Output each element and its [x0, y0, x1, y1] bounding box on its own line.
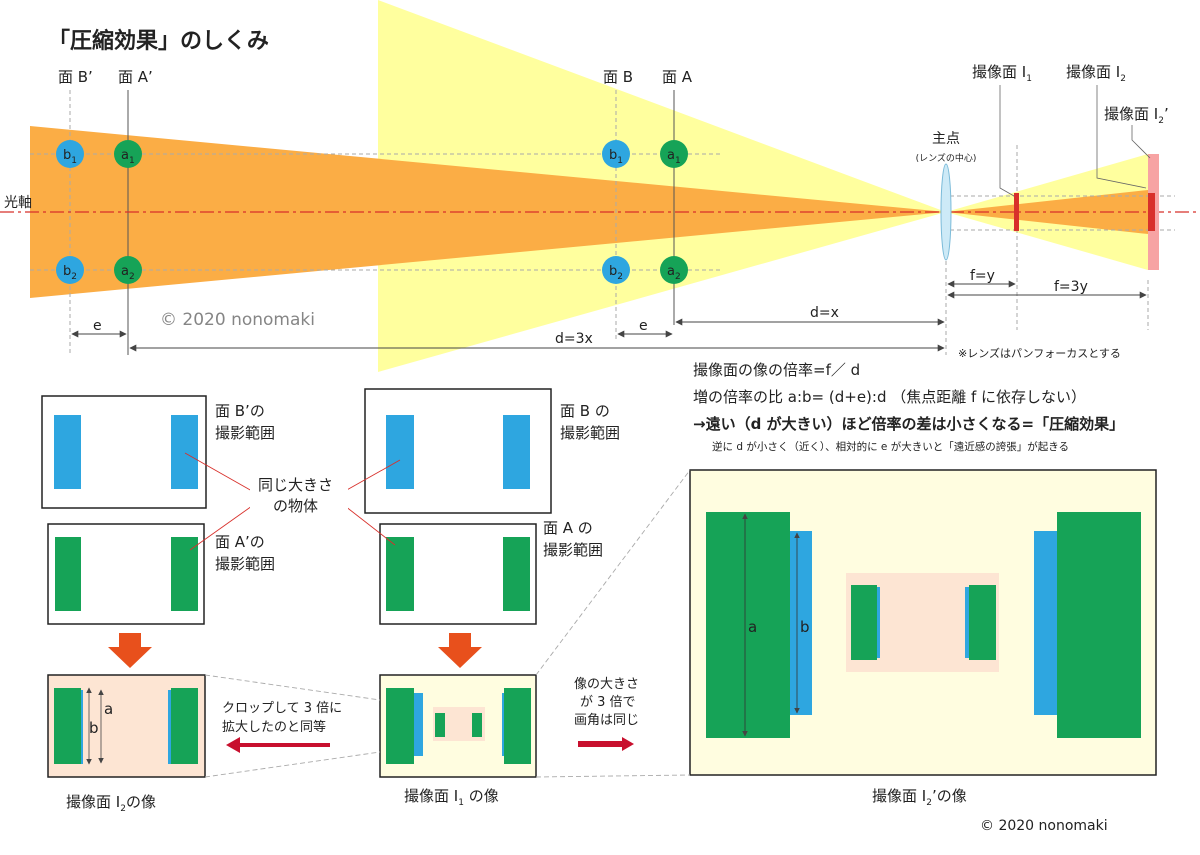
range-label-a-prime-1: 面 A’の: [215, 533, 265, 551]
panfocus-note: ※レンズはパンフォーカスとする: [958, 346, 1121, 360]
formula-compression: →遠い（d が大きい）ほど倍率の差は小さくなる=「圧縮効果」: [693, 415, 1124, 433]
object-a1-near: a1: [660, 140, 688, 168]
down-arrow-left: [108, 633, 152, 668]
dim-f-y: f=y: [970, 268, 995, 284]
range-box-a: [379, 523, 537, 625]
dim-f-3y: f=3y: [1054, 279, 1088, 295]
plane-b-label: 面 B: [603, 68, 633, 86]
crop-label-2: 拡大したのと同等: [222, 719, 326, 735]
lens: [940, 163, 952, 261]
same-size-connectors: [184, 452, 401, 551]
dim-e-near: e: [639, 318, 648, 334]
watermark-top: © 2020 nonomaki: [160, 310, 315, 330]
range-label-a-2: 撮影範囲: [543, 541, 603, 559]
watermark-bottom: © 2020 nonomaki: [980, 818, 1108, 834]
scale-label-3: 画角は同じ: [574, 713, 639, 728]
image-panel-i2: [47, 674, 206, 778]
dim-d-x: d=x: [810, 305, 839, 321]
dim-a-small: a: [104, 700, 113, 718]
svg-text:b2: b2: [609, 264, 623, 282]
range-label-b-prime-1: 面 B’の: [215, 402, 265, 420]
sensor-i1: [1014, 193, 1019, 231]
scale-arrow-right: [578, 737, 634, 751]
plane-lines: [127, 90, 675, 355]
sensor-i2-label: 撮像面 I2: [1066, 63, 1126, 84]
range-label-b-1: 面 B の: [560, 402, 610, 420]
range-label-a-1: 面 A の: [543, 519, 593, 537]
image-panel-i2-prime: [689, 469, 1157, 776]
dimension-arrows: [71, 280, 1147, 352]
svg-text:b2: b2: [63, 264, 77, 282]
range-box-b-prime: [41, 395, 207, 509]
principal-point-label: 主点: [932, 131, 960, 147]
dim-b-large: b: [800, 618, 810, 636]
same-size-label-bg: [250, 474, 348, 516]
object-b2-far: b2: [56, 256, 84, 284]
object-b2-near: b2: [602, 256, 630, 284]
sensor-i2-crop: [1148, 193, 1155, 231]
optical-axis-label: 光軸: [4, 195, 32, 211]
object-b1-near: b1: [602, 140, 630, 168]
object-a2-near: a2: [660, 256, 688, 284]
range-label-a-prime-2: 撮影範囲: [215, 555, 275, 573]
range-label-b-2: 撮影範囲: [560, 424, 620, 442]
range-box-b: [364, 388, 552, 514]
sensor-i2-prime-label: 撮像面 I2’: [1104, 105, 1169, 126]
same-size-label-1: 同じ大きさ: [258, 476, 333, 494]
image-panel-i1: [379, 674, 537, 778]
dim-d-3x: d=3x: [555, 331, 593, 347]
down-arrow-center: [438, 633, 482, 668]
object-b1-far: b1: [56, 140, 84, 168]
object-a2-far: a2: [114, 256, 142, 284]
formula-ratio: 増の倍率の比 a:b= (d+e):d （焦点距離 f に依存しない）: [693, 388, 1086, 406]
range-label-b-prime-2: 撮影範囲: [215, 424, 275, 442]
object-a1-far: a1: [114, 140, 142, 168]
svg-text:a1: a1: [121, 148, 135, 166]
plane-a-label: 面 A: [662, 68, 693, 86]
orange-image-cone: [946, 190, 1148, 234]
svg-text:b1: b1: [63, 148, 77, 166]
same-size-label-2: の物体: [273, 497, 318, 515]
crop-label-1: クロップして 3 倍に: [222, 701, 342, 716]
svg-text:a2: a2: [121, 264, 135, 282]
page-title: 「圧縮効果」のしくみ: [48, 28, 269, 54]
principal-point-note: (レンズの中心): [916, 152, 977, 164]
projection-lines: [204, 469, 691, 778]
svg-text:b1: b1: [609, 148, 623, 166]
image-label-i1: 撮像面 I1 の像: [404, 787, 499, 808]
crop-arrow-left: [226, 737, 330, 753]
formula-exaggeration: 逆に d が小さく（近く）、相対的に e が大きいと「遠近感の誇張」が起きる: [712, 440, 1069, 453]
dim-e-far: e: [93, 318, 102, 334]
dim-a-large: a: [748, 618, 757, 636]
image-label-i2: 撮像面 I2の像: [66, 793, 156, 814]
formula-magnification: 撮像面の像の倍率=f／ d: [693, 361, 860, 379]
svg-text:a1: a1: [667, 148, 681, 166]
scale-label-2: が 3 倍で: [580, 695, 636, 710]
sensor-i1-label: 撮像面 I1: [972, 63, 1032, 84]
dim-b-small: b: [89, 719, 99, 737]
image-label-i2-prime: 撮像面 I2’の像: [872, 787, 967, 808]
range-box-a-prime: [47, 523, 205, 625]
plane-b-prime-label: 面 B’: [58, 68, 93, 86]
svg-text:a2: a2: [667, 264, 681, 282]
plane-a-prime-label: 面 A’: [118, 68, 153, 86]
sensor-leader-lines: [999, 85, 1151, 197]
scale-label-1: 像の大きさ: [574, 677, 639, 692]
